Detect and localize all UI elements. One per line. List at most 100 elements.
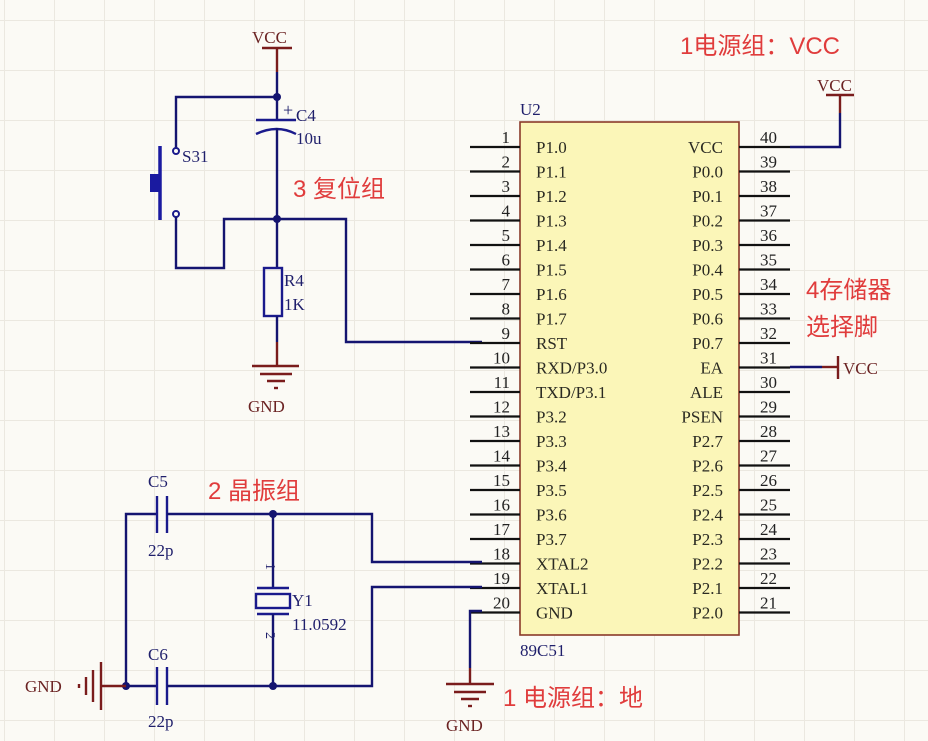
pin-number: 7: [502, 275, 511, 294]
pin-label: P2.1: [692, 579, 723, 598]
pin-label: P0.3: [692, 236, 723, 255]
pin-label: XTAL1: [536, 579, 588, 598]
chip-pin-left: 2P1.1: [470, 153, 567, 182]
pin-label: P3.3: [536, 432, 567, 451]
pin-label: P0.1: [692, 187, 723, 206]
y1-pin1-label: 1: [262, 563, 277, 570]
s31-designator: S31: [182, 147, 208, 166]
ground-icon: [252, 364, 299, 390]
pin-number: 26: [760, 471, 777, 490]
r4-body: [262, 266, 284, 318]
pin-number: 31: [760, 349, 777, 368]
pin-number: 30: [760, 373, 777, 392]
chip-body: [519, 121, 740, 636]
pin-number: 21: [760, 594, 777, 613]
c4-polarity: +: [283, 100, 293, 120]
wire: [124, 512, 157, 686]
wire: [468, 609, 482, 668]
annotation-power-gnd: 1 电源组：地: [503, 685, 643, 712]
u2-designator: U2: [520, 100, 541, 119]
pin-number: 6: [502, 251, 511, 270]
pin-number: 37: [760, 202, 778, 221]
pin-label: P3.2: [536, 408, 567, 427]
pin-label: P0.4: [692, 261, 723, 280]
annotation-power-vcc: 1电源组：VCC: [680, 33, 840, 60]
pin-label: VCC: [688, 138, 723, 157]
pin-number: 40: [760, 128, 777, 147]
wire: [167, 512, 482, 564]
c5-designator: C5: [148, 472, 168, 491]
pin-number: 27: [760, 447, 778, 466]
c6-value: 22p: [148, 712, 174, 731]
gnd-label-reset: GND: [248, 397, 285, 416]
pin-number: 32: [760, 324, 777, 343]
pin-label: P3.5: [536, 481, 567, 500]
u2-part-number: 89C51: [520, 641, 565, 660]
y1-designator: Y1: [292, 591, 313, 610]
pin-number: 20: [493, 594, 510, 613]
chip-pin-left: 8P1.7: [470, 300, 567, 329]
r4-value: 1K: [284, 295, 306, 314]
chip-pin-left: 3P1.2: [470, 177, 567, 206]
pin-number: 15: [493, 471, 510, 490]
chip-pin-left: 5P1.4: [470, 226, 567, 255]
pin-label: P1.6: [536, 285, 567, 304]
pin-label: RST: [536, 334, 568, 353]
r4-designator: R4: [284, 271, 304, 290]
pin-number: 2: [502, 153, 511, 172]
pin-number: 8: [502, 300, 511, 319]
pin-label: P2.0: [692, 604, 723, 623]
pin-label: EA: [700, 359, 723, 378]
crystal-circuit: C5 22p 1 2 Y1 11.0592 C6 22p GND: [25, 472, 482, 731]
pin-number: 25: [760, 496, 777, 515]
pin-label: P0.5: [692, 285, 723, 304]
pin-number: 5: [502, 226, 511, 245]
pin-label: P1.5: [536, 261, 567, 280]
pin-number: 24: [760, 520, 778, 539]
wire: [174, 217, 482, 344]
pin-label: P2.7: [692, 432, 723, 451]
pin-number: 14: [493, 447, 511, 466]
chip-pin-left: 6P1.5: [470, 251, 567, 280]
pin-label: P1.4: [536, 236, 567, 255]
pin-label: P1.1: [536, 163, 567, 182]
ground-icon: [446, 682, 494, 708]
annotation-memory-select-2: 选择脚: [806, 314, 878, 341]
pin-label: P1.2: [536, 187, 567, 206]
gnd-label-crystal: GND: [25, 677, 62, 696]
right-pin-group: 40VCC39P0.038P0.137P0.236P0.335P0.434P0.…: [681, 128, 790, 623]
pin-label: P3.7: [536, 530, 567, 549]
y1-value: 11.0592: [292, 615, 347, 634]
gnd-label-chip: GND: [446, 716, 483, 735]
pin-number: 33: [760, 300, 777, 319]
c6-designator: C6: [148, 645, 168, 664]
pin-label: P2.3: [692, 530, 723, 549]
pin-number: 11: [494, 373, 510, 392]
pin-label: P0.2: [692, 212, 723, 231]
vcc-label-ea: VCC: [843, 359, 878, 378]
annotation-reset-group: 3 复位组: [293, 176, 385, 203]
pin-label: P2.6: [692, 457, 723, 476]
vcc-pin40-net: VCC: [790, 76, 854, 149]
pin-number: 35: [760, 251, 777, 270]
